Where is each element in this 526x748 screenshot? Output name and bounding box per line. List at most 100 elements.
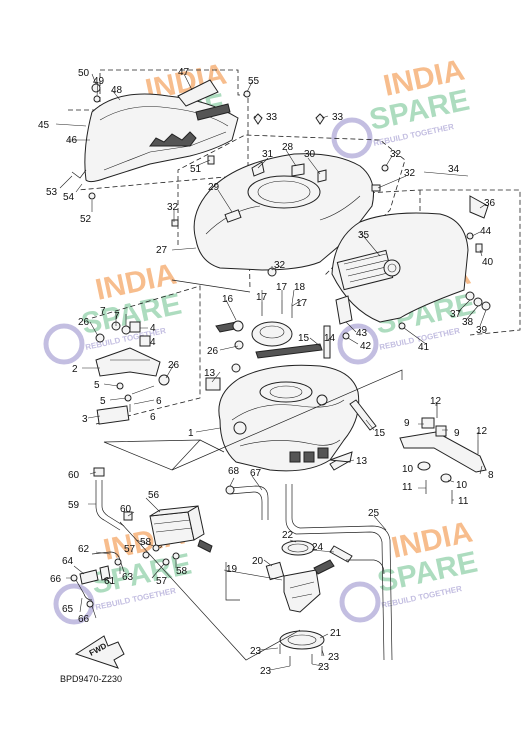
callout-53: 53 xyxy=(46,187,58,198)
callout-6a: 6 xyxy=(156,396,162,407)
emblem-inner xyxy=(387,263,397,273)
tank-top-cover-assembly xyxy=(171,113,389,277)
grommet-26-icon xyxy=(234,340,244,350)
diagram-code: BPD9470-Z230 xyxy=(60,674,122,684)
callout-17b: 17 xyxy=(276,282,288,293)
filler-cap-inner xyxy=(259,325,285,339)
callout-23d: 23 xyxy=(318,662,330,673)
ring-21-inner xyxy=(287,634,317,646)
callout-35: 35 xyxy=(358,230,370,241)
damper-4b-icon xyxy=(139,335,151,347)
callout-38: 38 xyxy=(462,317,474,328)
callout-48: 48 xyxy=(111,85,123,96)
callout-23c: 23 xyxy=(260,666,272,677)
tank-vent-3 xyxy=(317,447,329,459)
callout-7a: 7 xyxy=(100,306,106,317)
clip-32c-icon xyxy=(171,219,179,227)
hose-25-part-b xyxy=(291,484,393,661)
callout-34: 34 xyxy=(448,164,460,175)
front-cover-ridge xyxy=(99,106,229,127)
clip-32b-icon xyxy=(371,184,381,192)
clip-51-icon xyxy=(207,155,215,165)
callout-13b: 13 xyxy=(356,456,368,467)
callout-5a: 5 xyxy=(94,380,100,391)
fuel-pump-assembly xyxy=(265,484,393,666)
callout-16: 16 xyxy=(222,294,234,305)
screws-17-icon xyxy=(261,300,293,318)
cover-grille-part xyxy=(177,79,219,107)
cover-bracket-part xyxy=(149,131,197,147)
joint-61-part xyxy=(99,565,111,581)
callout-66a: 66 xyxy=(50,574,62,585)
callout-40: 40 xyxy=(482,257,494,268)
callout-63: 63 xyxy=(122,572,134,583)
frame-side-cover xyxy=(329,189,521,336)
callout-56: 56 xyxy=(148,490,160,501)
callout-47: 47 xyxy=(178,67,190,78)
fuel-pump-19-part xyxy=(283,569,321,613)
bolts-23-icon xyxy=(279,644,323,666)
callout-5b: 5 xyxy=(100,396,106,407)
callout-58a: 58 xyxy=(140,537,152,548)
callout-17c: 17 xyxy=(296,298,308,309)
grommet-31-icon xyxy=(251,161,265,177)
filler-cap-part xyxy=(251,321,293,347)
callout-4b: 4 xyxy=(150,337,156,348)
callout-37: 37 xyxy=(450,309,462,320)
callout-18: 18 xyxy=(294,282,306,293)
clip-53-icon xyxy=(71,169,87,179)
bolt-7a-icon xyxy=(121,325,131,335)
fuel-tank-assembly xyxy=(205,363,377,472)
callout-33a: 33 xyxy=(266,112,278,123)
callout-25: 25 xyxy=(368,508,380,519)
callout-26c: 26 xyxy=(168,360,180,371)
joint-64-part xyxy=(79,569,99,585)
callout-45: 45 xyxy=(38,120,50,131)
bolt-41-icon xyxy=(398,322,406,330)
washer-49-icon xyxy=(93,95,101,103)
callout-27: 27 xyxy=(156,245,168,256)
callout-2: 2 xyxy=(72,364,78,375)
clip-57b-icon xyxy=(162,558,170,566)
connector-20-part xyxy=(265,561,285,581)
bolt-52-icon xyxy=(88,192,96,200)
callout-15b: 15 xyxy=(374,428,386,439)
damper-9b-icon xyxy=(435,425,447,437)
callout-26b: 26 xyxy=(207,346,219,357)
front-cover-edge xyxy=(103,131,227,171)
bolts-11-icon xyxy=(425,480,453,504)
callout-10b: 10 xyxy=(456,480,468,491)
callout-59: 59 xyxy=(68,500,80,511)
hose-59-part xyxy=(95,480,121,531)
callout-33b: 33 xyxy=(332,112,344,123)
clip-13b-icon xyxy=(329,451,353,463)
guide-line-3 xyxy=(119,521,301,661)
callout-14: 14 xyxy=(324,333,336,344)
callout-65: 65 xyxy=(62,604,74,615)
clip-40-icon xyxy=(475,243,483,253)
tank-mount-icon xyxy=(233,421,247,435)
callout-9b: 9 xyxy=(454,428,460,439)
callout-19: 19 xyxy=(226,564,238,575)
guide-triangle xyxy=(103,439,201,471)
frame-tank-cover xyxy=(177,134,406,276)
fuel-tank-neck-inner xyxy=(269,385,303,399)
callout-54: 54 xyxy=(63,192,75,203)
canister-ribs xyxy=(153,519,193,533)
callout-66b: 66 xyxy=(78,614,90,625)
filler-cap-assembly xyxy=(215,300,331,359)
callout-11b: 11 xyxy=(458,496,469,507)
callout-24: 24 xyxy=(312,542,324,553)
lock-16-icon xyxy=(232,320,244,332)
grommet-28-icon xyxy=(291,163,305,177)
bolt-55-icon xyxy=(243,90,251,98)
callout-32b: 32 xyxy=(404,168,416,179)
watermark-logo-icon xyxy=(339,581,381,623)
fuel-tank-neck xyxy=(259,381,313,403)
callout-32a: 32 xyxy=(390,149,402,160)
callout-36: 36 xyxy=(484,198,496,209)
callout-49: 49 xyxy=(93,76,105,87)
callout-64: 64 xyxy=(62,556,74,567)
cover-trim-part xyxy=(195,103,231,121)
washer-10a-icon xyxy=(417,461,431,471)
